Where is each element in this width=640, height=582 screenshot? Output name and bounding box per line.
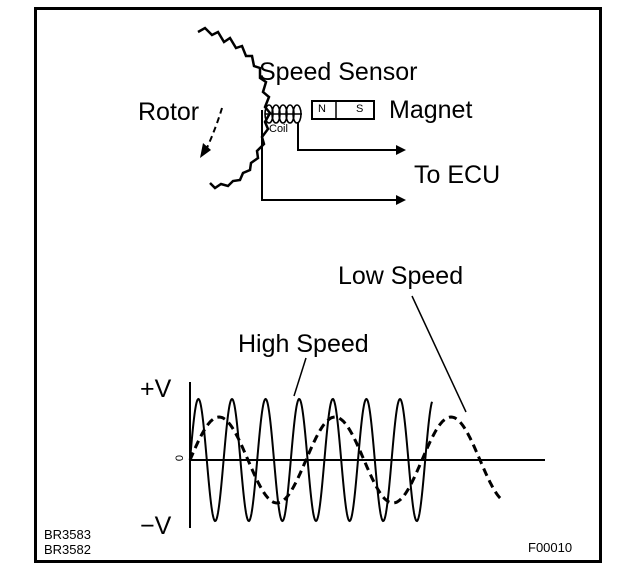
magnet-box [311, 100, 375, 120]
code-f00010: F00010 [528, 540, 573, 555]
high-speed-waveform [189, 397, 433, 523]
coil-label: Coil [269, 123, 288, 135]
low-speed-waveform [188, 415, 504, 505]
code-br3582: BR3582 [44, 542, 91, 557]
coil-icon [264, 104, 302, 124]
wire-lower [261, 110, 400, 201]
minus-v-label: −V [140, 512, 172, 540]
low-speed-label: Low Speed [338, 262, 464, 290]
wire-lower-arrowhead [396, 195, 406, 205]
magnet-s-label: S [356, 103, 364, 115]
rotation-arrow [205, 107, 223, 151]
rotor-teeth [197, 26, 272, 190]
zero-label: 0 [174, 454, 187, 462]
rotation-arrowhead [200, 143, 211, 158]
to-ecu-label: To ECU [414, 161, 501, 189]
high-speed-leader [293, 357, 307, 397]
rotor-label: Rotor [138, 98, 200, 126]
magnet-n-label: N [318, 103, 326, 115]
low-speed-leader [411, 295, 467, 413]
figure-frame [34, 7, 602, 563]
wire-upper-arrowhead [396, 145, 406, 155]
wire-upper [297, 122, 400, 151]
code-br3583: BR3583 [44, 527, 91, 542]
high-speed-label: High Speed [238, 330, 369, 358]
plus-v-label: +V [140, 375, 172, 403]
magnet-label: Magnet [389, 96, 473, 124]
speed-sensor-label: Speed Sensor [259, 58, 418, 86]
